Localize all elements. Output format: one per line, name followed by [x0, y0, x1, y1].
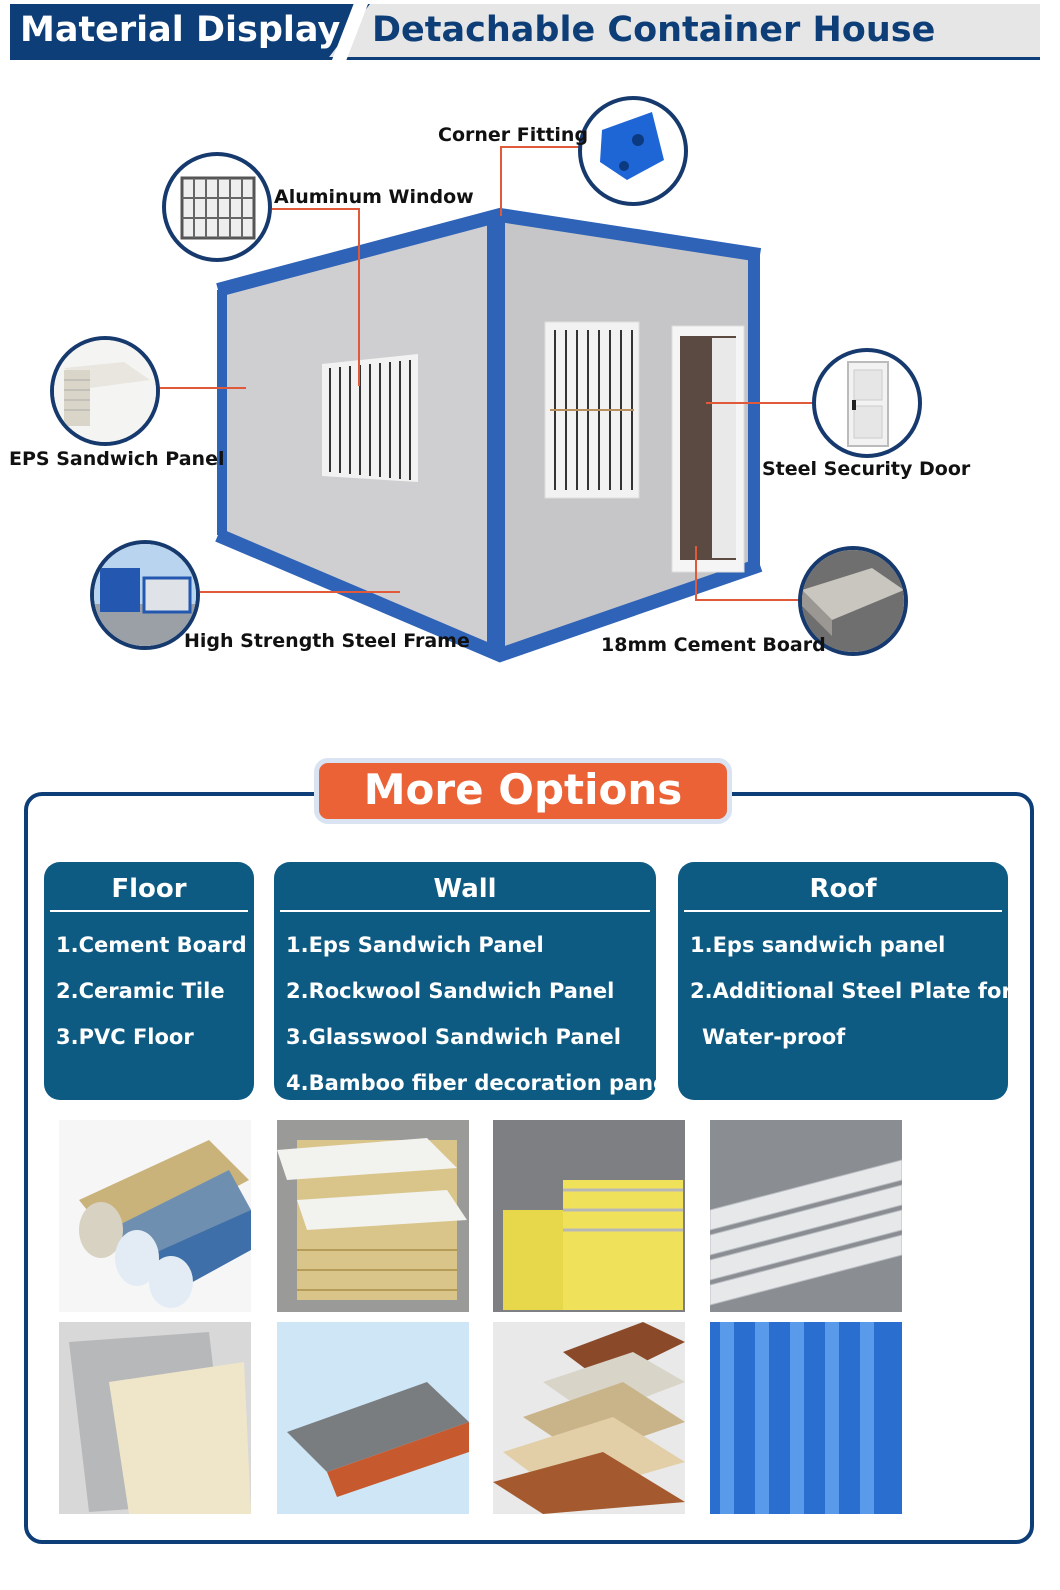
header-title-band	[10, 4, 370, 60]
roof-option-item: Water-proof	[702, 1025, 846, 1049]
floor-options-card: Floor 1.Cement Board 2.Ceramic Tile 3.PV…	[44, 862, 254, 1100]
container-house-illustration	[215, 207, 763, 663]
eps-panel-line	[158, 387, 246, 389]
steel-roof-sheet-image	[710, 1322, 902, 1514]
roof-option-item: 1.Eps sandwich panel	[690, 933, 946, 957]
sandwich-panel-stack-icon	[54, 340, 156, 442]
floor-option-item: 3.PVC Floor	[56, 1025, 194, 1049]
rockwool-panel-stack-image	[277, 1120, 469, 1312]
callout-aluminum-window: Aluminum Window	[274, 186, 474, 208]
aluminum-window-thumbnail	[162, 152, 272, 262]
cement-board-icon	[802, 550, 904, 652]
aluminum-window-line-h	[272, 208, 360, 210]
corner-fitting-icon	[600, 112, 664, 180]
corner-fitting-line-h	[500, 146, 580, 148]
wall-option-item: 4.Bamboo fiber decoration panel	[286, 1071, 675, 1095]
container-house-diagram: Corner Fitting Aluminum Window EPS Sandw…	[0, 80, 1060, 680]
glasswool-panel-image	[493, 1120, 685, 1312]
wall-card-title: Wall	[280, 874, 650, 912]
corner-fitting-thumbnail	[578, 96, 688, 206]
eps-panel-thumbnail	[50, 336, 160, 446]
door-leaf	[712, 338, 736, 558]
cement-board-line	[695, 546, 697, 600]
bamboo-fiber-panel-image	[493, 1322, 685, 1514]
container-frame-icon	[94, 544, 196, 646]
callout-corner-fitting: Corner Fitting	[438, 124, 589, 146]
floor-card-title: Floor	[50, 874, 248, 912]
callout-eps-panel: EPS Sandwich Panel	[9, 448, 225, 470]
floor-option-item: 1.Cement Board	[56, 933, 247, 957]
pvc-floor-rolls-image	[59, 1120, 251, 1312]
page-header: Material Display Detachable Container Ho…	[10, 4, 1040, 60]
corner-fitting-line	[500, 146, 502, 216]
cement-board-line-h	[695, 599, 799, 601]
steel-frame-thumbnail	[90, 540, 200, 650]
eps-roof-panel-image	[710, 1120, 902, 1312]
door-icon	[847, 361, 889, 447]
header-subtitle: Detachable Container House	[372, 10, 936, 50]
ceramic-tile-image	[59, 1322, 251, 1514]
wall-option-item: 3.Glasswool Sandwich Panel	[286, 1025, 621, 1049]
steel-door-thumbnail	[812, 348, 922, 458]
callout-cement-board: 18mm Cement Board	[601, 634, 826, 656]
aluminum-window-line	[358, 208, 360, 386]
steel-door-line	[706, 402, 812, 404]
roof-option-item: 2.Additional Steel Plate for	[690, 979, 1012, 1003]
steel-frame-line	[200, 591, 400, 593]
callout-steel-door: Steel Security Door	[762, 458, 971, 480]
roof-options-card: Roof 1.Eps sandwich panel 2.Additional S…	[678, 862, 1012, 1100]
more-options-title: More Options	[314, 758, 732, 824]
decorative-panel-image	[277, 1322, 469, 1514]
callout-steel-frame: High Strength Steel Frame	[184, 630, 470, 652]
header-title: Material Display	[20, 10, 341, 50]
floor-option-item: 2.Ceramic Tile	[56, 979, 225, 1003]
wall-option-item: 1.Eps Sandwich Panel	[286, 933, 544, 957]
roof-card-title: Roof	[684, 874, 1002, 912]
cement-board-thumbnail	[798, 546, 908, 656]
wall-option-item: 2.Rockwool Sandwich Panel	[286, 979, 615, 1003]
window-grille-icon	[180, 176, 256, 240]
wall-options-card: Wall 1.Eps Sandwich Panel 2.Rockwool San…	[274, 862, 675, 1100]
